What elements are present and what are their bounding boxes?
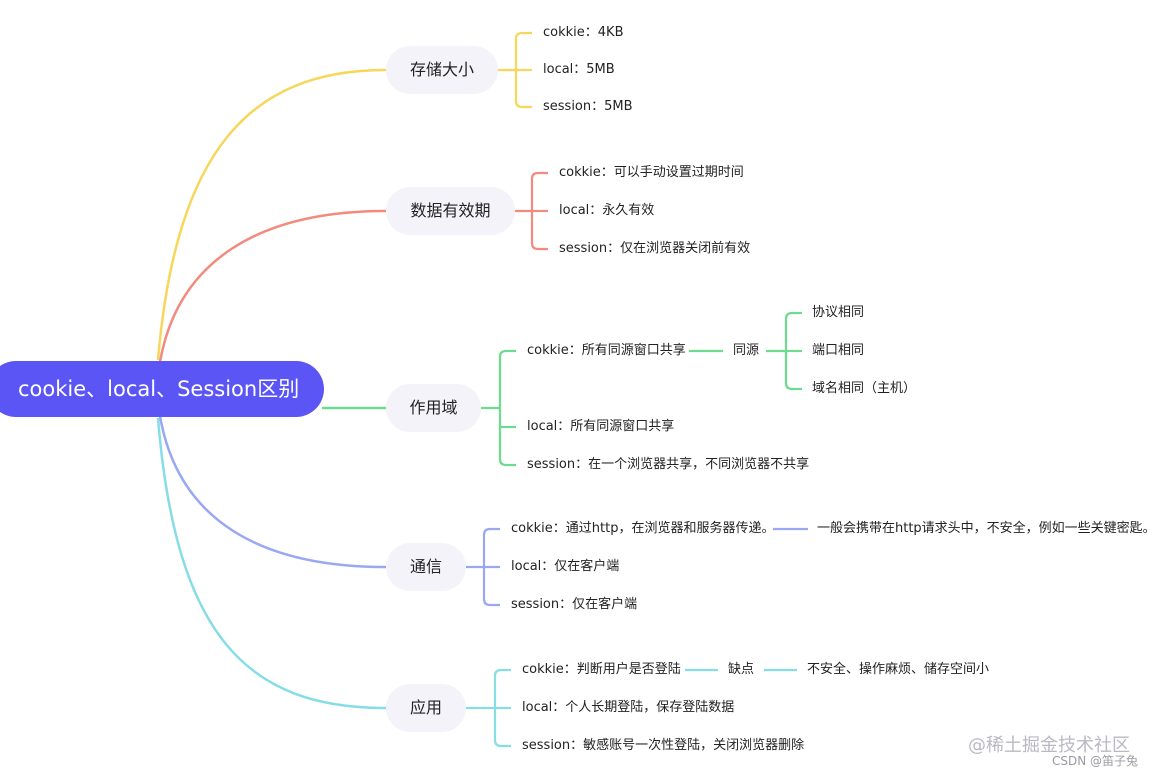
bracket-validity (515, 171, 548, 251)
branch-communication[interactable]: 通信 (386, 543, 466, 591)
root-node[interactable]: cookie、local、Session区别 (0, 361, 324, 417)
leaf-storage-cookie: cokkie：4KB (543, 25, 624, 40)
branch-application[interactable]: 应用 (386, 684, 466, 732)
branch-data-validity[interactable]: 数据有效期 (386, 187, 515, 235)
leaf-application-drawback: 缺点 (728, 662, 755, 677)
leaf-application-drawback-detail: 不安全、操作麻烦、储存空间小 (807, 662, 990, 677)
branch-storage-size[interactable]: 存储大小 (386, 46, 498, 94)
leaf-communication-header: 一般会携带在http请求头中，不安全，例如一些关键密匙。 (817, 521, 1152, 536)
credit-text: CSDN @笛子兔 (1051, 754, 1138, 768)
leaf-application-cookie: cokkie：判断用户是否登陆 (522, 662, 681, 677)
leaf-validity-cookie: cokkie：可以手动设置过期时间 (559, 165, 744, 180)
connector-root-storage (156, 68, 387, 361)
watermark: @稀土掘金技术社区 (968, 735, 1130, 756)
bracket-storage (498, 31, 532, 109)
leaf-validity-session: session：仅在浏览器关闭前有效 (559, 241, 751, 256)
leaf-communication-local: local：仅在客户端 (511, 559, 620, 574)
leaf-scope-local: local：所有同源窗口共享 (527, 419, 675, 434)
bracket-application (466, 668, 797, 748)
connector-root-validity (158, 209, 387, 363)
leaf-scope-protocol: 协议相同 (812, 305, 865, 320)
leaf-scope-cookie: cokkie：所有同源窗口共享 (527, 343, 686, 358)
leaf-scope-session: session：在一个浏览器共享，不同浏览器不共享 (527, 457, 810, 472)
leaf-application-local: local：个人长期登陆，保存登陆数据 (522, 700, 735, 715)
bracket-scope (481, 311, 802, 467)
leaf-communication-cookie: cokkie：通过http，在浏览器和服务器传递。 (511, 521, 775, 536)
leaf-communication-session: session：仅在客户端 (511, 597, 638, 612)
leaf-scope-port: 端口相同 (812, 343, 865, 358)
connector-root-application (156, 417, 387, 710)
leaf-storage-session: session：5MB (543, 99, 633, 114)
leaf-validity-local: local：永久有效 (559, 203, 655, 218)
leaf-scope-same-origin: 同源 (733, 343, 760, 358)
connector-root-communication (158, 415, 387, 569)
branch-scope[interactable]: 作用域 (386, 384, 481, 432)
bracket-communication (466, 527, 808, 607)
leaf-scope-domain: 域名相同（主机） (812, 381, 917, 396)
leaf-application-session: session：敏感账号一次性登陆，关闭浏览器删除 (522, 738, 805, 753)
leaf-storage-local: local：5MB (543, 62, 615, 77)
